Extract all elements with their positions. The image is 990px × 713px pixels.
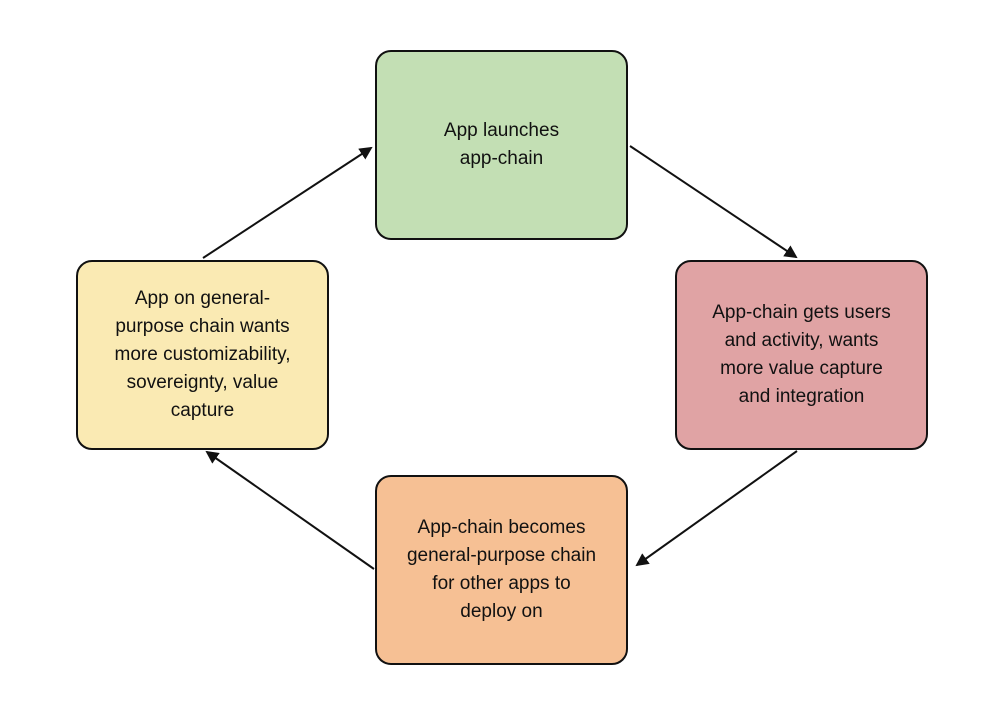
- node-label: App on general- purpose chain wants more…: [114, 288, 291, 421]
- node-app-launches-app-chain: App launches app-chain: [375, 50, 628, 240]
- arrow-left-to-top: [202, 146, 373, 259]
- node-label: App-chain becomes general-purpose chain …: [406, 517, 597, 622]
- node-app-chain-becomes-general-purpose: App-chain becomes general-purpose chain …: [375, 475, 628, 665]
- arrow-top-to-right: [629, 145, 798, 259]
- node-app-chain-gets-users: App-chain gets users and activity, wants…: [675, 260, 928, 450]
- arrow-right-to-bottom: [635, 450, 798, 567]
- node-label: App launches app-chain: [443, 120, 560, 169]
- node-label: App-chain gets users and activity, wants…: [712, 302, 891, 407]
- node-app-on-general-purpose-chain: App on general- purpose chain wants more…: [76, 260, 329, 450]
- arrow-bottom-to-left: [205, 450, 375, 570]
